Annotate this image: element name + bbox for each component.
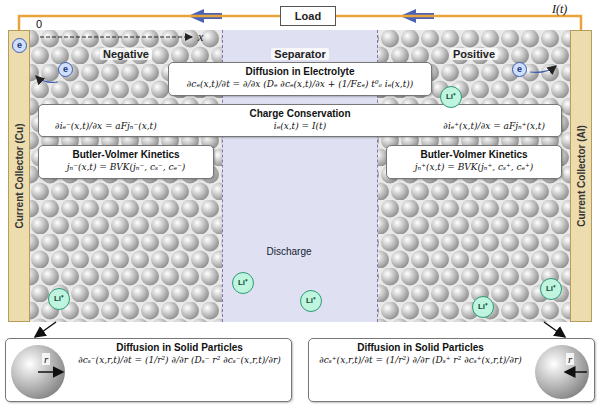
node-heading: Load: [295, 10, 321, 22]
node-heading: Negative: [100, 48, 152, 60]
equation-box: Charge Conservation ∂iₑ⁻(x,t)/∂x = aFjₙ⁻(…: [38, 104, 562, 138]
equation-box: Butler-Volmer Kinetics jₙ⁻(x,t) = BVK(jₙ⁻…: [38, 145, 214, 179]
axis-label: x: [198, 30, 203, 45]
electron-symbol: e: [12, 38, 27, 53]
equation-text: jₙ⁻(x,t) = BVK(jₙ⁻, cₛ⁻, cₑ⁻): [45, 162, 207, 174]
leader-arrow: [544, 322, 565, 337]
origin-label: 0: [36, 18, 42, 30]
lithium-ion: Li⁺: [232, 272, 254, 294]
node-heading: Diffusion in Electrolyte: [175, 66, 425, 77]
node-heading: Butler-Volmer Kinetics: [45, 149, 207, 160]
equation-row: ∂iₑ⁻(x,t)/∂x = aFjₙ⁻(x,t) iₑ(x,t) = I(t) ∂…: [45, 121, 555, 133]
x-axis-arrow: [40, 37, 192, 38]
lithium-ion: Li⁺: [472, 296, 494, 318]
radius-label: r: [566, 353, 574, 365]
equation-box: Diffusion in Solid Particles ∂cₛ⁻(x,r,t)/…: [5, 338, 292, 402]
node-heading: Separator: [271, 48, 328, 60]
current-collector: Current Collector (Al): [570, 30, 592, 322]
equation-text: ∂iₑ⁻(x,t)/∂x = aFjₙ⁻(x,t): [55, 121, 157, 133]
node-heading: Positive: [450, 48, 498, 60]
equation-text: ∂cₛ⁺(x,r,t)/∂t = (1/r²) ∂/∂r (Dₛ⁺ r² ∂cₛ…: [315, 355, 526, 367]
lithium-ion: Li⁺: [440, 86, 462, 108]
electron-path: [530, 66, 556, 72]
node-heading: Diffusion in Solid Particles: [315, 342, 526, 353]
lithium-ion: Li⁺: [300, 290, 322, 312]
equation-text: jₙ⁺(x,t) = BVK(jₙ⁺, cₛ⁺, cₑ⁺): [393, 162, 555, 174]
discharge-label: Discharge: [252, 246, 326, 257]
lithium-ion: Li⁺: [48, 288, 70, 310]
node-heading: Current Collector (Cu): [14, 124, 25, 229]
current-label: I(t): [552, 2, 567, 17]
node-heading: Current Collector (Al): [576, 125, 587, 227]
radius-label: r: [42, 353, 50, 365]
equation-box: Butler-Volmer Kinetics jₙ⁺(x,t) = BVK(jₙ⁺…: [386, 145, 562, 179]
equation-box: Diffusion in Solid Particles ∂cₛ⁺(x,r,t)/…: [308, 338, 595, 402]
equation-text: iₑ(x,t) = I(t): [274, 121, 326, 133]
electron-path: [36, 76, 58, 82]
leader-arrow: [35, 322, 56, 337]
lithium-ion: Li⁺: [540, 278, 562, 300]
equation-text: ∂iₑ⁺(x,t)/∂x = aFjₙ⁺(x,t): [443, 121, 545, 133]
load-box: Load: [280, 6, 336, 26]
current-collector: Current Collector (Cu): [8, 30, 30, 322]
wire: [336, 16, 581, 30]
electron-symbol: e: [512, 62, 527, 77]
equation-box: Diffusion in Electrolyte ∂cₑ(x,t)/∂t = ∂/…: [168, 62, 432, 96]
node-heading: Charge Conservation: [45, 108, 555, 119]
equation-text: ∂cₑ(x,t)/∂t = ∂/∂x (Dₑ ∂cₑ(x,t)/∂x + (1/…: [175, 79, 425, 91]
equation-text: ∂cₛ⁻(x,r,t)/∂t = (1/r²) ∂/∂r (Dₛ⁻ r² ∂cₛ…: [74, 355, 285, 367]
node-heading: Diffusion in Solid Particles: [74, 342, 285, 353]
electron-symbol: e: [58, 62, 73, 77]
wire: [19, 16, 280, 30]
node-heading: Butler-Volmer Kinetics: [393, 149, 555, 160]
